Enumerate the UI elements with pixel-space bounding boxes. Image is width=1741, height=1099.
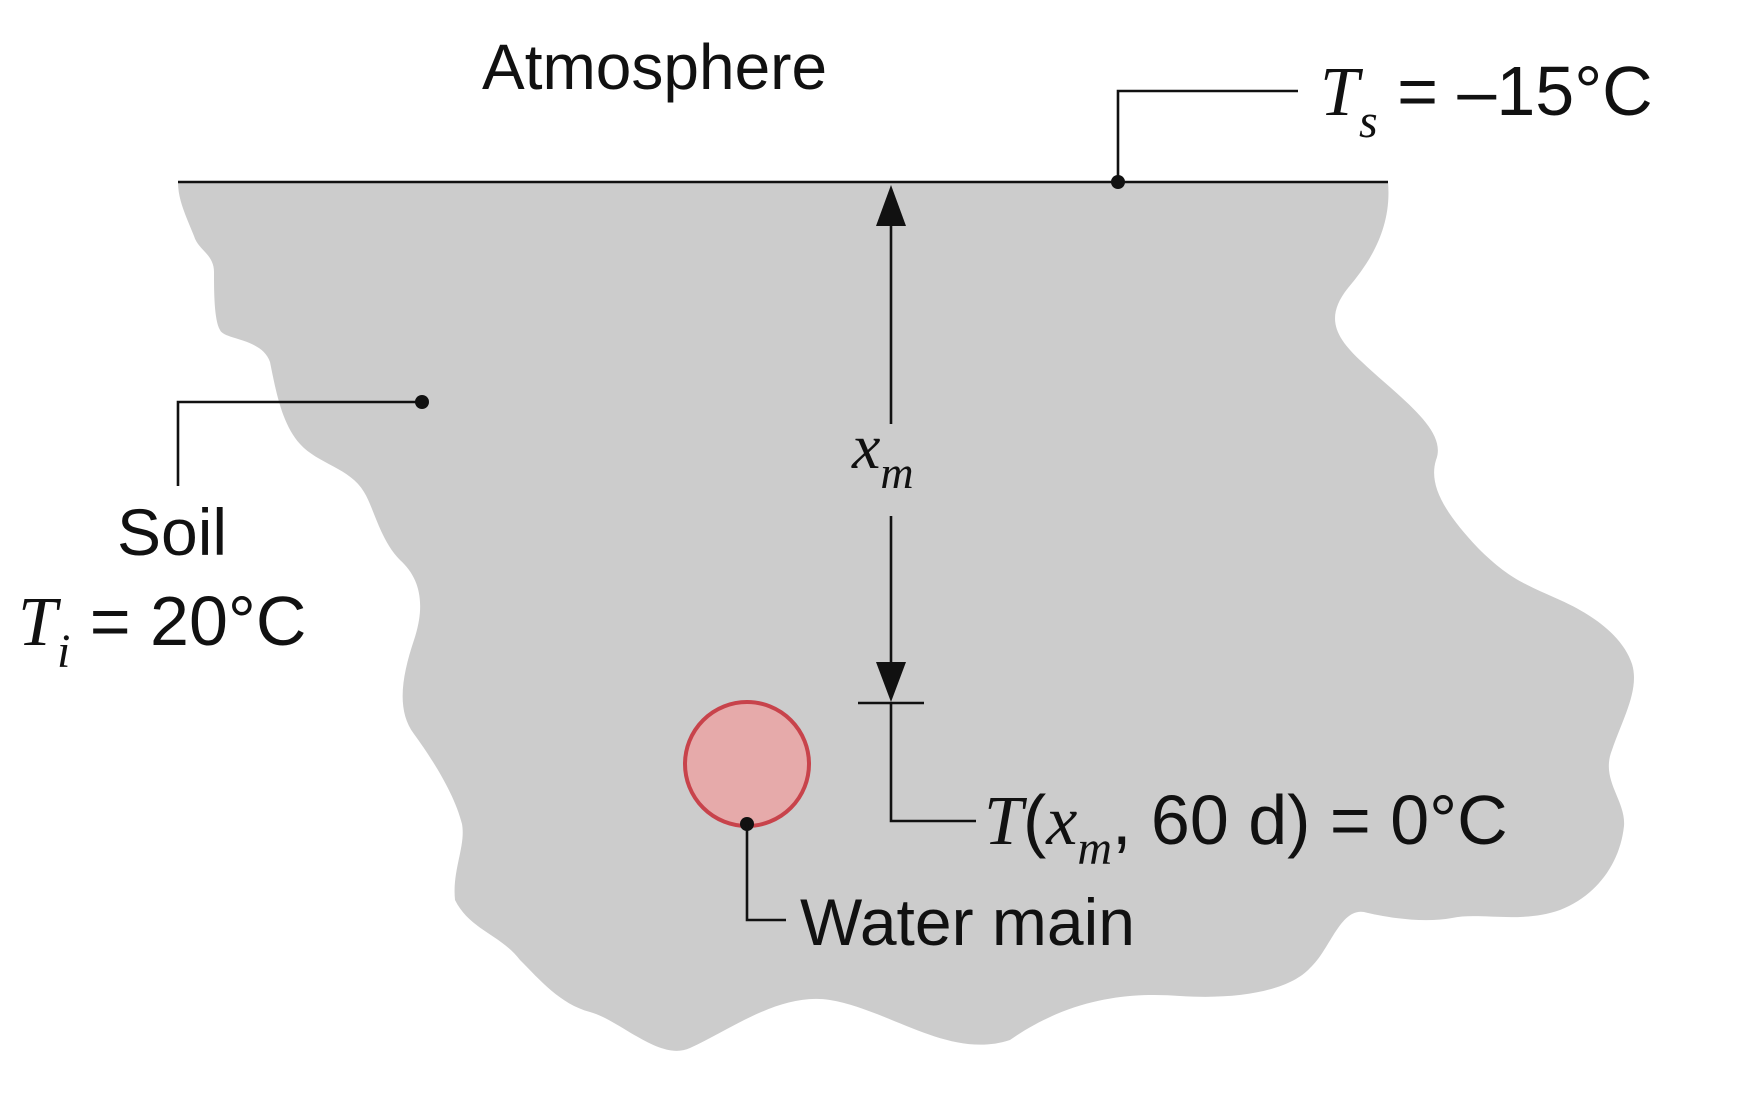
water-main-label: Water main — [800, 885, 1135, 959]
depth-arrowhead-up — [876, 185, 906, 226]
condition-leader — [889, 703, 976, 823]
surface-temp-leader — [1116, 89, 1298, 182]
surface-temp-label: Ts = –15°C — [1320, 52, 1653, 148]
surface-temp-point — [1111, 175, 1125, 189]
soil-label: Soil — [117, 495, 227, 569]
depth-arrowhead-down — [876, 662, 906, 702]
depth-label: xm — [851, 411, 914, 498]
atmosphere-label: Atmosphere — [482, 31, 827, 103]
water-main-pipe — [683, 700, 811, 828]
condition-label: T(xm, 60 d) = 0°C — [984, 781, 1508, 875]
soil-region — [178, 182, 1634, 1051]
soil-leader — [176, 400, 422, 486]
initial-temp-label: Ti = 20°C — [18, 582, 306, 678]
water-main-leader — [745, 824, 786, 922]
soil-point — [415, 395, 429, 409]
